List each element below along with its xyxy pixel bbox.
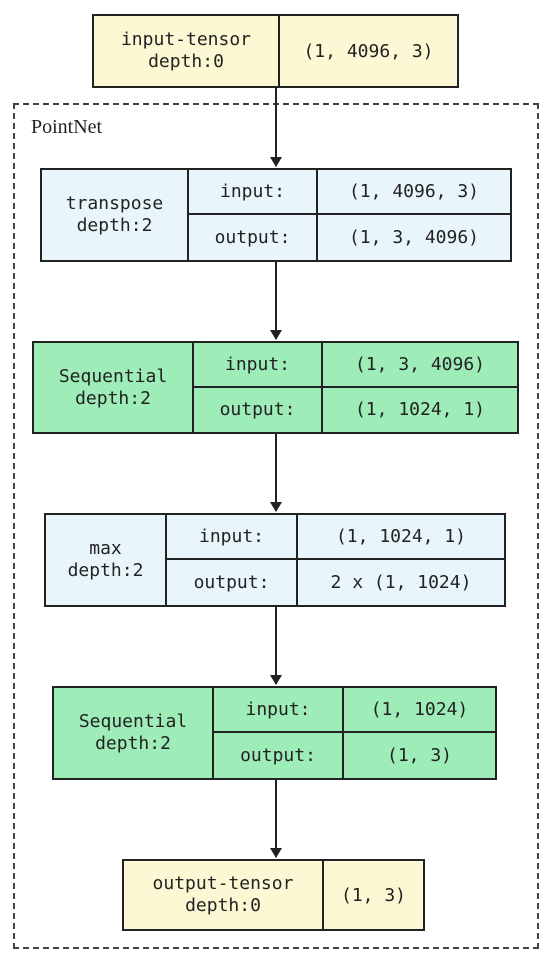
input-label: input: <box>194 343 323 388</box>
input-label: input: <box>167 515 298 560</box>
sequential-node-1: Sequential depth:2 input: (1, 3, 4096) o… <box>32 341 519 434</box>
tensor-shape: (1, 3) <box>340 884 407 906</box>
node-depth: depth:2 <box>76 215 153 236</box>
input-label: input: <box>214 688 344 733</box>
tensor-shape: (1, 4096, 3) <box>303 40 434 62</box>
cluster-label: PointNet <box>31 116 103 138</box>
output-shape: 2 x (1, 1024) <box>330 572 472 593</box>
max-node: max depth:2 input: (1, 1024, 1) output: … <box>44 513 506 607</box>
node-title: Sequential <box>58 365 168 387</box>
node-depth: depth:0 <box>148 51 224 72</box>
node-depth: depth:2 <box>95 733 171 754</box>
node-title: max <box>89 538 122 559</box>
node-title: Sequential <box>78 711 188 732</box>
sequential-node-2: Sequential depth:2 input: (1, 1024) outp… <box>52 686 497 780</box>
node-depth: depth:2 <box>67 560 144 581</box>
node-title: transpose <box>65 193 164 214</box>
input-label: input: <box>189 170 318 215</box>
input-shape: (1, 1024, 1) <box>298 515 504 560</box>
output-label: output: <box>189 215 318 260</box>
node-depth: depth:0 <box>185 895 261 916</box>
output-label: output: <box>167 560 298 605</box>
node-title: output-tensor <box>152 873 294 894</box>
output-label: output: <box>214 733 344 778</box>
output-tensor-node: output-tensor depth:0 (1, 3) <box>122 859 425 931</box>
output-shape: (1, 1024, 1) <box>354 399 486 421</box>
transpose-node: transpose depth:2 input: (1, 4096, 3) ou… <box>40 168 512 262</box>
output-shape: (1, 3, 4096) <box>348 227 480 248</box>
node-title: input-tensor <box>120 29 252 50</box>
input-shape: (1, 1024) <box>344 688 495 733</box>
input-tensor-node: input-tensor depth:0 (1, 4096, 3) <box>92 14 459 88</box>
output-shape: (1, 3) <box>386 745 453 766</box>
node-depth: depth:2 <box>75 387 151 409</box>
input-shape: (1, 4096, 3) <box>318 170 510 215</box>
input-shape: (1, 3, 4096) <box>323 343 517 388</box>
output-label: output: <box>194 387 323 432</box>
